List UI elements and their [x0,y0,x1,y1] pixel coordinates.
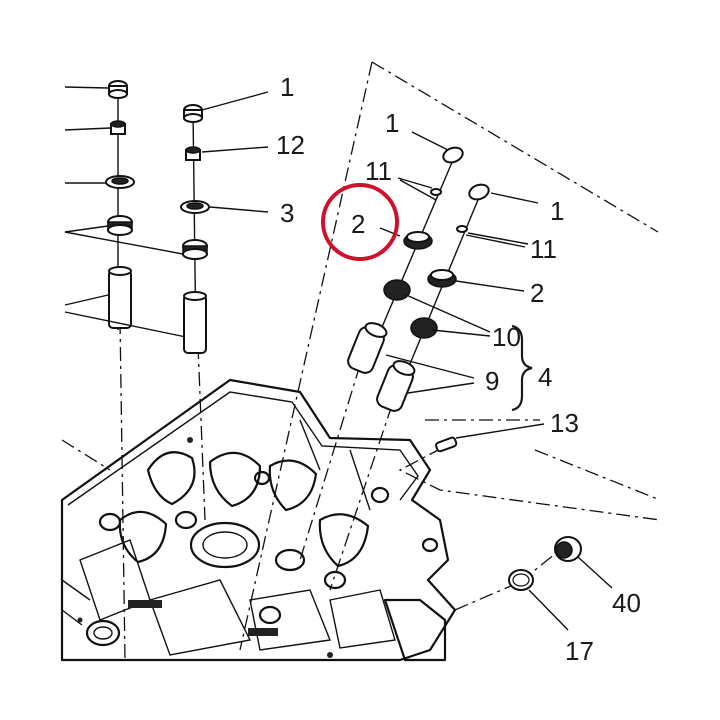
callout-4: 4 [538,362,552,392]
callout-12: 12 [276,130,305,160]
cylinder-head [60,378,457,662]
right-valve-stack-b [376,183,490,412]
highlight-circle [321,183,399,261]
callout-labels: 1 12 3 1 11 2 1 11 2 10 9 4 13 40 17 [276,72,641,666]
callout-1-right: 1 [550,196,564,226]
callout-1-mid: 1 [385,108,399,138]
group-brace [511,324,533,412]
construction-lines [61,61,661,661]
callout-13: 13 [550,408,579,438]
right-stack-leaders [379,131,539,394]
callout-2-right: 2 [530,278,544,308]
center-valve-stack [180,91,269,354]
pin-part [435,423,545,453]
callout-9: 9 [485,366,499,396]
callout-11-right: 11 [530,234,557,264]
callout-17: 17 [565,636,594,666]
callout-2-highlighted: 2 [351,209,365,239]
callout-1-top: 1 [280,72,294,102]
callout-3: 3 [280,198,294,228]
callout-11-left: 11 [365,156,392,186]
plug-and-oring [508,536,613,631]
left-valve-stack [64,80,189,338]
callout-40: 40 [612,588,641,618]
right-valve-stack-a [347,146,464,374]
